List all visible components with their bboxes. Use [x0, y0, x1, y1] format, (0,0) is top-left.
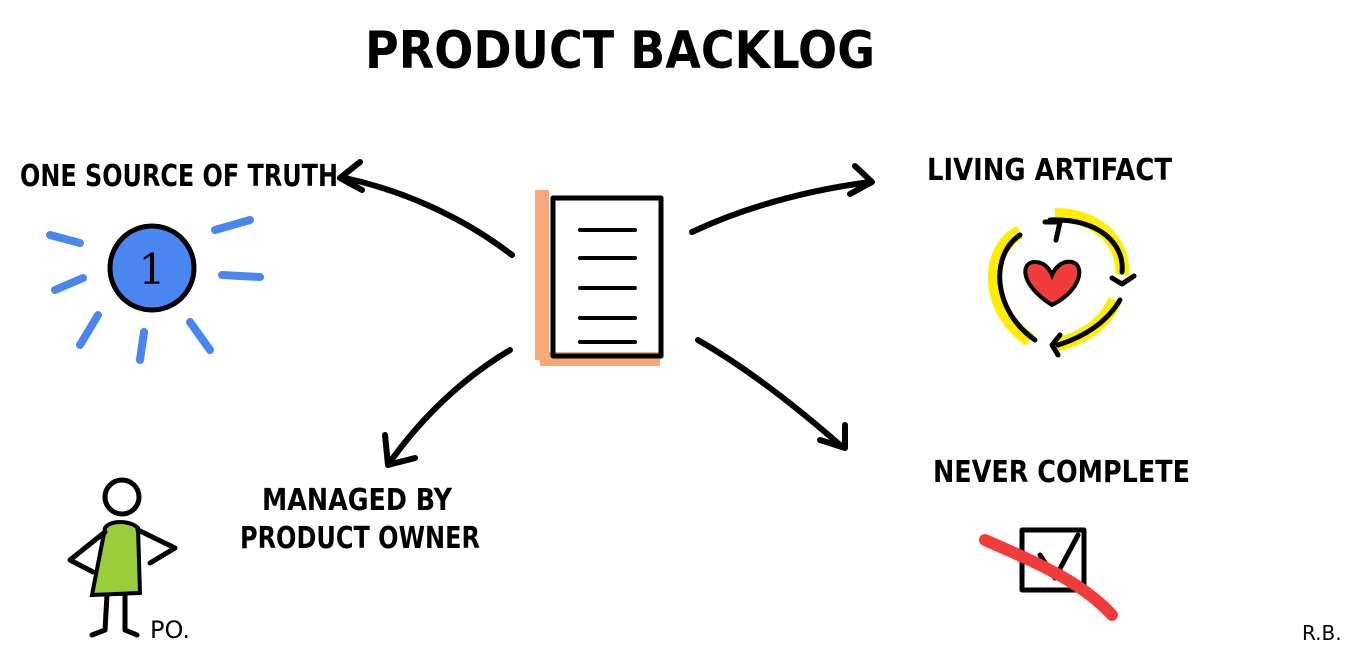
arrow-to-truth [337, 159, 515, 258]
arrow-to-never [695, 337, 848, 451]
backlog-document-icon [535, 190, 664, 366]
never-label: NEVER COMPLETE [933, 455, 1190, 490]
arrow-to-living [689, 163, 875, 235]
truth-badge-number: 1 [139, 245, 166, 294]
diagram-title: PRODUCT BACKLOG [365, 21, 875, 81]
product-owner-figure-icon [67, 477, 178, 638]
signature: R.B. [1302, 621, 1342, 645]
cycle-heart-icon [987, 208, 1137, 358]
truth-label: ONE SOURCE OF TRUTH [20, 159, 338, 194]
sun-one-icon: 1 [46, 216, 264, 364]
arrows [337, 159, 875, 468]
managed-label-line2: PRODUCT OWNER [240, 521, 480, 556]
arrow-to-managed [382, 347, 513, 468]
managed-label-line1: MANAGED BY [262, 483, 453, 518]
po-label: PO. [150, 616, 190, 644]
crossed-checkbox-icon [979, 527, 1118, 621]
living-label: LIVING ARTIFACT [927, 153, 1172, 188]
